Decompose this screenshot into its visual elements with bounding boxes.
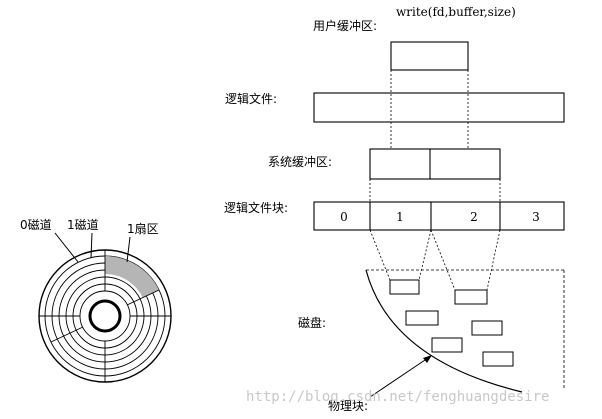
arrowhead-icon [423,355,432,363]
logical-block-cell: 0 [340,210,348,224]
user-buffer-label: 用户缓冲区: [313,18,377,33]
physical-block [431,337,463,353]
sector-1-pointer [126,236,131,263]
dashed-link [418,229,432,281]
system-buffer-label: 系统缓冲区: [268,154,332,169]
dashed-link [430,229,456,291]
track-1-pointer [90,232,93,259]
physical-block [454,289,488,305]
disk-surface-label: 磁盘: [298,315,326,330]
user-buffer-box [390,41,469,71]
logical-block-cell: 3 [532,210,540,224]
track-0-pointer [54,232,79,263]
write-call-label: write(fd,buffer,size) [396,5,516,19]
track-1-label: 1磁道 [67,217,99,232]
track-0-label: 0磁道 [20,217,52,232]
logical-block-cell: 1 [396,210,404,224]
sector-1-label: 1扇区 [127,221,159,236]
physical-block [482,351,514,367]
physical-block [471,320,503,336]
logical-file-box [313,92,565,123]
spindle-hole [88,299,122,333]
physical-block [389,279,420,295]
sector-line [126,289,160,306]
dashed-link [369,229,391,281]
disk-surface [365,269,565,393]
physical-block-pointer [369,357,429,398]
system-buffer-box [369,148,501,180]
physical-block-label: 物理块: [328,399,368,413]
disk-surface-arc [365,269,523,393]
watermark-text: http://blog.csdn.net/fenghuangdesire [246,389,549,405]
dashed-link [486,229,501,291]
logical-block-row [313,201,565,231]
sector-line [50,326,84,343]
physical-block [405,310,439,326]
sector-1-shading [105,256,159,298]
disk-figure: 0磁道 1磁道 1扇区 [20,217,172,383]
logical-file-label: 逻辑文件: [225,91,277,106]
logical-block-label: 逻辑文件块: [224,200,288,215]
logical-block-cell: 2 [470,210,478,224]
